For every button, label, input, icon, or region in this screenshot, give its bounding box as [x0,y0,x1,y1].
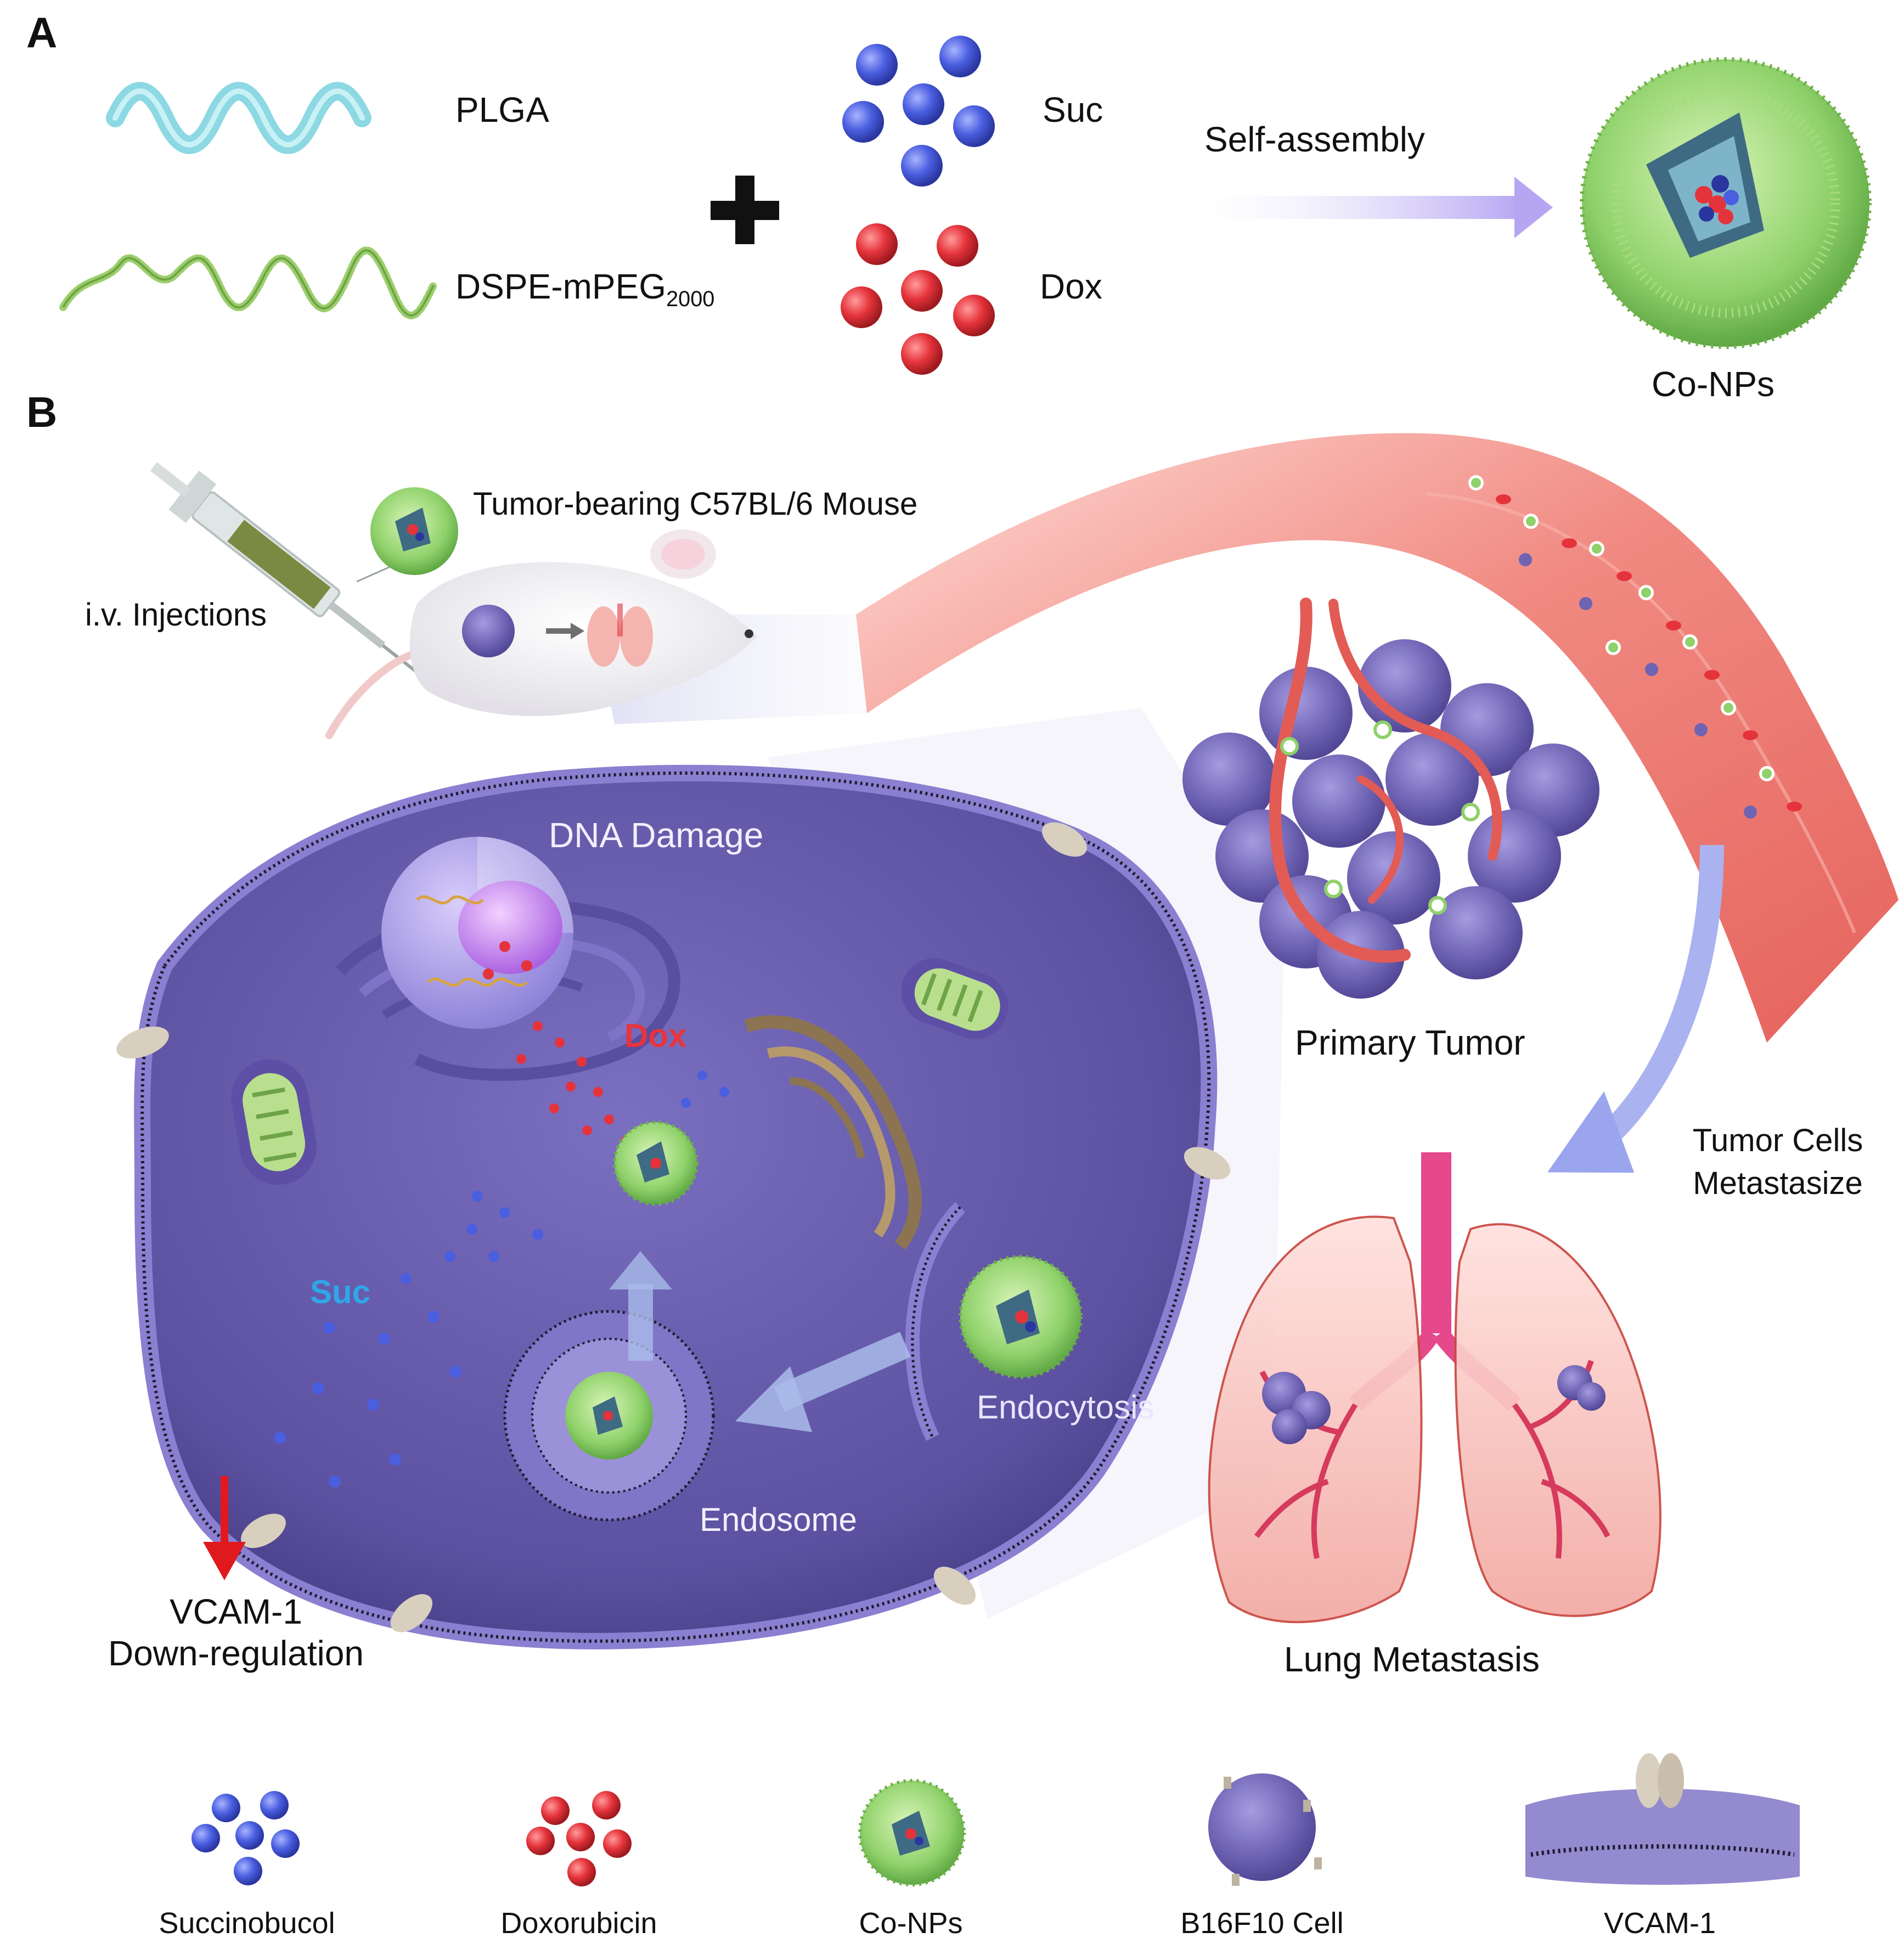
label-metastasize-line1: Tumor Cells [1692,1123,1863,1158]
dspe-mpeg-chain [59,246,437,319]
co-np-zoom-inset [356,487,458,583]
blood-vessel [856,433,1899,1043]
legend-icon-b16f10-cell [1208,1773,1322,1886]
label-tumor-cells-metastasize: Tumor Cells Metastasize [1668,1125,1888,1199]
transport-arrow-escape [609,1251,672,1361]
co-np-large [1580,57,1872,349]
label-tumor-bearing-mouse: Tumor-bearing C57BL/6 Mouse [473,486,918,522]
legend-icon-succinobucol [191,1791,300,1885]
label-dspe-mpeg-main: DSPE-mPEG [455,267,667,306]
label-endocytosis: Endocytosis [977,1389,1154,1426]
lungs [1208,1152,1661,1624]
label-dspe-mpeg-subscript: 2000 [666,286,715,311]
label-self-assembly: Self-assembly [1204,120,1425,159]
mouse [325,530,757,739]
label-endosome: Endosome [700,1501,857,1538]
golgi-apparatus [744,1015,922,1250]
label-iv-injections: i.v. Injections [85,597,267,633]
nucleus [381,837,573,1029]
primary-tumor-cluster [1182,598,1599,999]
label-dox: Dox [1040,267,1102,306]
label-vcam-down-regulation: VCAM-1 Down-regulation [82,1594,390,1671]
mitochondrion-right [901,958,1009,1039]
suc-particles-cytoplasm [274,1071,729,1488]
plga-helix [106,82,371,154]
legend-label-succinobucol: Succinobucol [159,1907,335,1940]
suc-molecules [842,36,995,187]
transport-arrow-endocytosis [735,1332,911,1432]
legend-icon-vcam-1 [1525,1753,1800,1885]
mitochondrion-left [231,1059,317,1185]
legend-label-b16f10-cell: B16F10 Cell [1180,1907,1344,1940]
endosome [503,1310,715,1522]
legend-icon-doxorubicin [526,1791,632,1886]
label-vcam-line1: VCAM-1 [170,1592,302,1631]
label-dox-in-cell: Dox [624,1017,687,1054]
panel-label-a: A [26,8,58,57]
label-lung-metastasis: Lung Metastasis [1284,1640,1540,1679]
co-np-endocytosis [959,1255,1083,1379]
legend-label-co-nps: Co-NPs [859,1907,963,1940]
label-dspe-mpeg: DSPE-mPEG2000 [455,269,714,311]
label-suc-in-cell: Suc [310,1274,371,1310]
legend-icon-co-nps [858,1779,966,1886]
down-regulation-arrow [203,1476,246,1580]
syringe [150,462,419,674]
metastasis-arrow [1547,844,1724,1173]
vcam-receptors [116,822,1231,1632]
self-assembly-arrow [1169,177,1553,238]
label-vcam-line2: Down-regulation [108,1633,364,1673]
cancer-cell-cutaway [134,764,1218,1649]
label-suc: Suc [1043,90,1103,129]
label-dna-damage: DNA Damage [549,815,764,855]
panel-label-b: B [26,388,58,436]
plus-sign [711,176,779,244]
label-plga: PLGA [455,90,549,129]
label-co-nps: Co-NPs [1652,364,1775,404]
label-metastasize-line2: Metastasize [1693,1165,1863,1201]
legend-label-vcam-1: VCAM-1 [1603,1907,1716,1940]
label-primary-tumor: Primary Tumor [1295,1023,1525,1062]
dox-molecules [841,223,995,375]
legend-label-doxorubicin: Doxorubicin [500,1907,657,1940]
co-np-releasing [613,1120,698,1206]
